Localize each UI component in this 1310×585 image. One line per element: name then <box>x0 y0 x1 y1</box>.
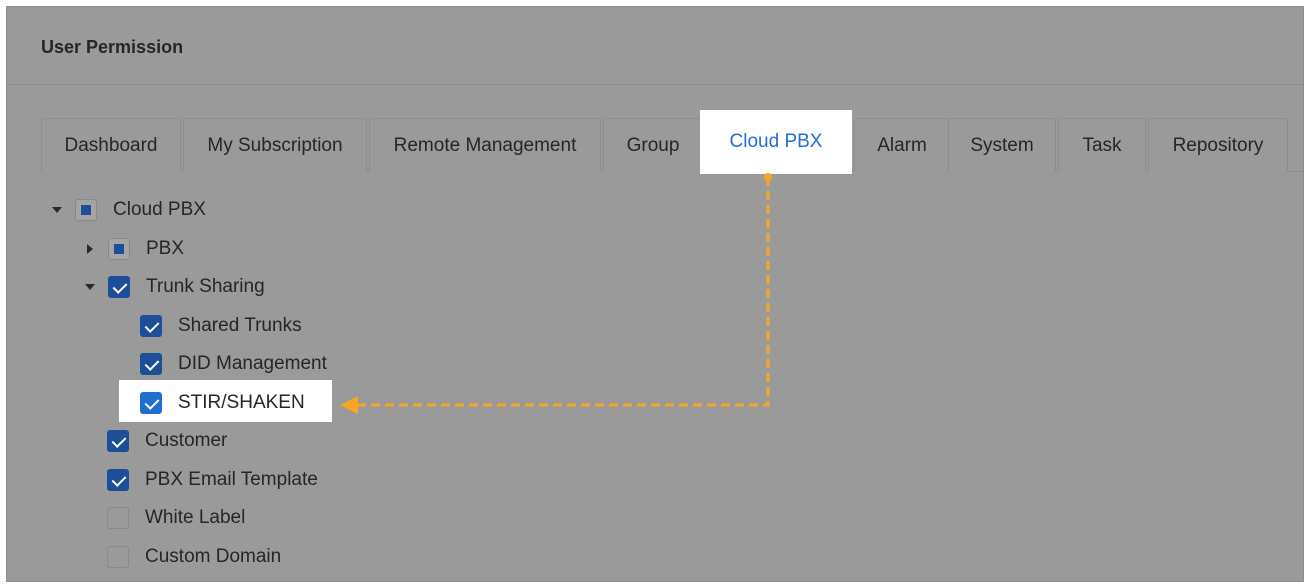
tree-node-cloud-pbx: Cloud PBX <box>49 195 206 225</box>
white-label-checkbox[interactable] <box>107 507 129 529</box>
tab-repository[interactable]: Repository <box>1148 118 1288 172</box>
caret-down-icon[interactable] <box>82 279 98 295</box>
caret-down-icon[interactable] <box>49 202 65 218</box>
stir-shaken-checkbox[interactable] <box>140 392 162 414</box>
tree-node-pbx: PBX <box>82 234 184 264</box>
tab-dashboard[interactable]: Dashboard <box>41 118 181 172</box>
tree-node-label: Shared Trunks <box>178 315 302 336</box>
tree-node-label: Cloud PBX <box>113 199 206 220</box>
tab-task[interactable]: Task <box>1058 118 1146 172</box>
tree-node-label: DID Management <box>178 353 327 374</box>
tree-node-label: Custom Domain <box>145 546 282 567</box>
permission-tabs: Dashboard My Subscription Remote Managem… <box>41 110 1303 174</box>
annotation-arrow-head-icon <box>340 396 358 414</box>
tree-node-shared-trunks: Shared Trunks <box>140 311 302 341</box>
user-permission-panel: User Permission Dashboard My Subscriptio… <box>6 6 1304 582</box>
tab-alarm[interactable]: Alarm <box>854 118 950 172</box>
tree-node-did-management: DID Management <box>140 349 327 379</box>
panel-header: User Permission <box>7 7 1303 85</box>
tree-node-label: Trunk Sharing <box>146 276 265 297</box>
tab-my-subscription[interactable]: My Subscription <box>183 118 367 172</box>
tab-group[interactable]: Group <box>603 118 703 172</box>
tab-system[interactable]: System <box>948 118 1056 172</box>
tree-node-white-label: White Label <box>107 503 245 533</box>
custom-domain-checkbox[interactable] <box>107 546 129 568</box>
tree-node-customer: Customer <box>107 426 227 456</box>
pbx-checkbox[interactable] <box>108 238 130 260</box>
tab-remote-management[interactable]: Remote Management <box>369 118 601 172</box>
tree-node-pbx-email-template: PBX Email Template <box>107 465 318 495</box>
tree-node-trunk-sharing: Trunk Sharing <box>82 272 265 302</box>
customer-checkbox[interactable] <box>107 430 129 452</box>
tree-node-label: STIR/SHAKEN <box>178 392 305 413</box>
tree-node-label: PBX <box>146 238 185 259</box>
trunk-sharing-checkbox[interactable] <box>108 276 130 298</box>
tree-node-custom-domain: Custom Domain <box>107 542 281 572</box>
pbx-email-template-checkbox[interactable] <box>107 469 129 491</box>
tab-cloud-pbx[interactable]: Cloud PBX <box>700 110 852 174</box>
cloud-pbx-checkbox[interactable] <box>75 199 97 221</box>
shared-trunks-checkbox[interactable] <box>140 315 162 337</box>
tree-node-stir-shaken: STIR/SHAKEN <box>140 388 305 418</box>
tree-node-label: Customer <box>145 430 228 451</box>
annotation-arrow-line <box>357 177 770 407</box>
annotation-arrow-start-dot <box>764 173 772 181</box>
caret-right-icon[interactable] <box>82 241 98 257</box>
did-management-checkbox[interactable] <box>140 353 162 375</box>
tree-node-label: PBX Email Template <box>145 469 318 490</box>
tree-node-label: White Label <box>145 507 246 528</box>
page-title: User Permission <box>41 37 184 57</box>
